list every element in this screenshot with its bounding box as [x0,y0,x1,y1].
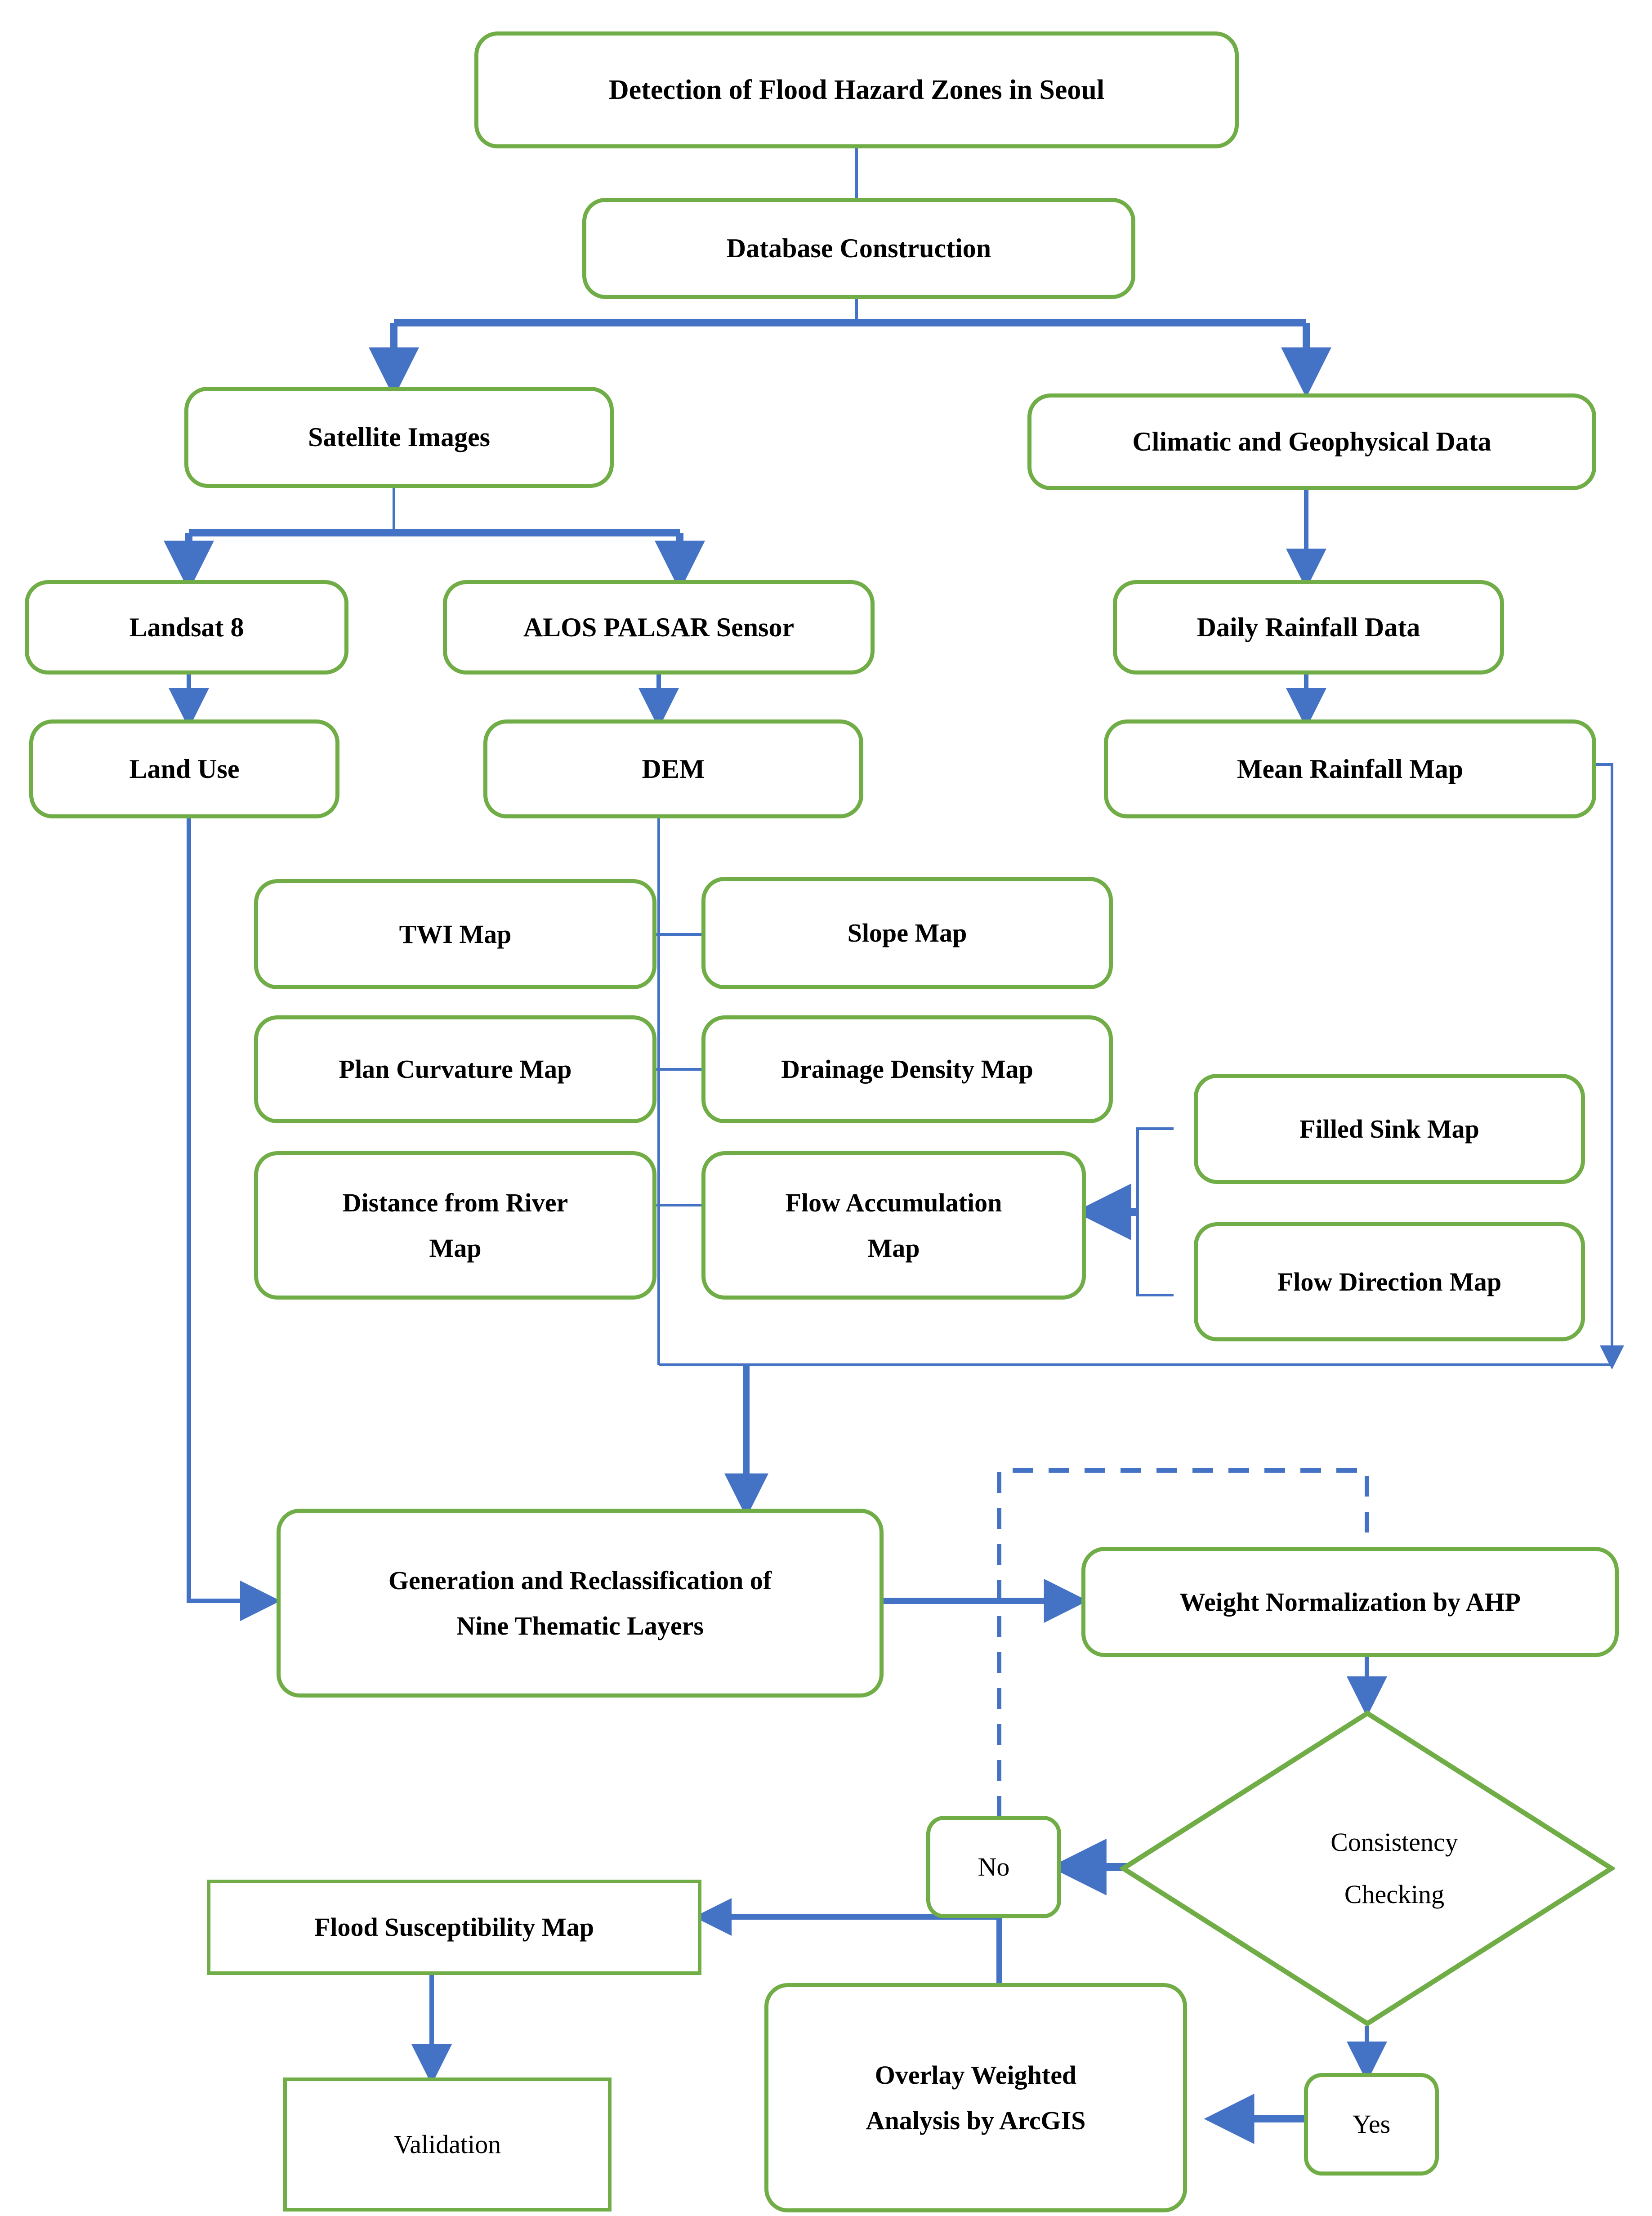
node-daily-rainfall-label: Daily Rainfall Data [1197,612,1420,642]
node-mean-rainfall[interactable]: Mean Rainfall Map [1104,719,1596,818]
node-decision-no[interactable]: No [926,1816,1061,1918]
node-title-box[interactable]: Detection of Flood Hazard Zones in Seoul [474,31,1239,148]
node-flow-direction[interactable]: Flow Direction Map [1194,1222,1585,1341]
node-drainage-density-label: Drainage Density Map [781,1054,1033,1084]
node-alos-palsar-label: ALOS PALSAR Sensor [523,612,795,642]
node-distance-river[interactable]: Distance from River Map [254,1151,656,1300]
node-validation-label: Validation [393,2130,501,2159]
node-weight-normalization[interactable]: Weight Normalization by AHP [1081,1547,1619,1657]
node-flood-susceptibility-label: Flood Susceptibility Map [314,1912,594,1942]
node-satellite-images[interactable]: Satellite Images [184,387,614,488]
diamond-shape [1120,1710,1615,2027]
node-validation[interactable]: Validation [283,2078,612,2212]
node-slope-map[interactable]: Slope Map [701,877,1113,989]
node-flood-susceptibility[interactable]: Flood Susceptibility Map [207,1880,701,1975]
node-flow-direction-label: Flow Direction Map [1277,1267,1502,1296]
node-filled-sink-label: Filled Sink Map [1299,1114,1479,1144]
node-database-construction-label: Database Construction [726,233,991,263]
node-decision-no-label: No [978,1852,1010,1882]
node-climatic-geophysical[interactable]: Climatic and Geophysical Data [1027,393,1596,490]
node-generation-reclassification-label: Generation and Reclassification of Nine … [388,1565,772,1641]
node-filled-sink[interactable]: Filled Sink Map [1194,1074,1585,1184]
node-database-construction[interactable]: Database Construction [582,198,1135,299]
node-land-use-label: Land Use [129,754,240,784]
node-plan-curvature-label: Plan Curvature Map [339,1054,572,1084]
node-overlay-weighted[interactable]: Overlay Weighted Analysis by ArcGIS [764,1983,1187,2212]
node-land-use[interactable]: Land Use [29,719,339,818]
node-weight-normalization-label: Weight Normalization by AHP [1179,1587,1521,1617]
node-satellite-images-label: Satellite Images [308,422,490,452]
node-twi-map-label: TWI Map [399,919,512,949]
node-drainage-density[interactable]: Drainage Density Map [701,1015,1113,1123]
node-alos-palsar[interactable]: ALOS PALSAR Sensor [443,580,875,675]
node-generation-reclassification[interactable]: Generation and Reclassification of Nine … [277,1509,884,1698]
node-flow-accumulation[interactable]: Flow Accumulation Map [701,1151,1086,1300]
node-consistency-checking[interactable]: Consistency Checking [1120,1710,1615,2027]
edge-sink-direction-merge [1136,1127,1174,1296]
node-dem-label: DEM [642,754,705,784]
node-decision-yes-label: Yes [1352,2109,1391,2139]
node-daily-rainfall[interactable]: Daily Rainfall Data [1113,580,1504,675]
node-flow-accumulation-label: Flow Accumulation Map [785,1188,1002,1263]
edge-landuse-to-generation [187,818,281,1621]
edge-mean-rainfall-riser [1596,763,1624,1370]
node-decision-yes[interactable]: Yes [1304,2073,1439,2176]
node-consistency-checking-label: Consistency Checking [1331,1827,1458,1909]
node-plan-curvature[interactable]: Plan Curvature Map [254,1015,656,1123]
node-landsat8[interactable]: Landsat 8 [25,580,348,675]
node-title-label: Detection of Flood Hazard Zones in Seoul [608,74,1105,105]
node-landsat8-label: Landsat 8 [129,612,244,642]
node-mean-rainfall-label: Mean Rainfall Map [1237,754,1464,784]
edge-overlay-to-susceptibility [694,1898,1002,1983]
node-dem[interactable]: DEM [483,719,863,818]
node-slope-map-label: Slope Map [847,918,967,948]
node-twi-map[interactable]: TWI Map [254,879,656,989]
node-distance-river-label: Distance from River Map [342,1188,568,1263]
node-climatic-geophysical-label: Climatic and Geophysical Data [1132,427,1491,456]
node-overlay-weighted-label: Overlay Weighted Analysis by ArcGIS [866,2060,1086,2136]
